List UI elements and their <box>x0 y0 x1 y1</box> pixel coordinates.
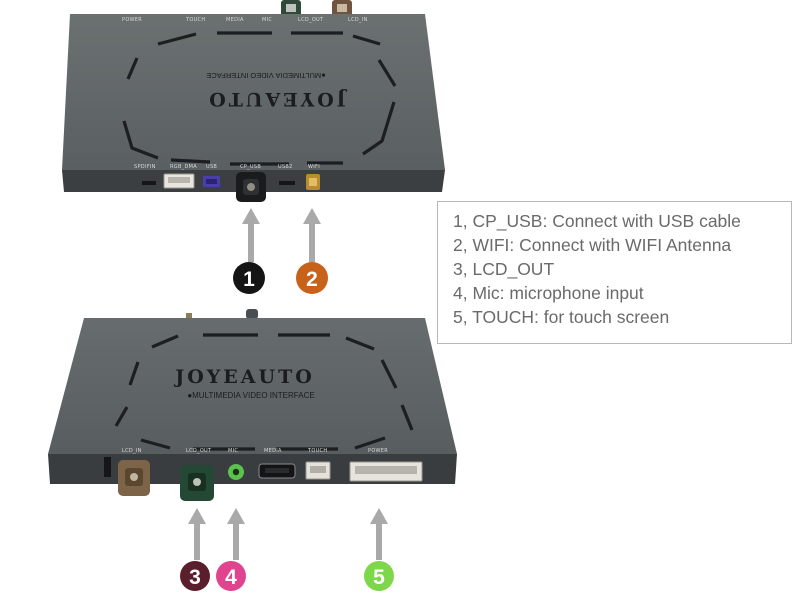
legend-box: 1, CP_USB: Connect with USB cable 2, WIF… <box>437 201 792 344</box>
top-face <box>62 14 445 170</box>
front-label: POWER <box>368 448 388 454</box>
arrow-wifi <box>303 208 321 262</box>
badge-4-circle <box>216 561 246 591</box>
front-port-labels: SPDIFIN RGB_DMA USB CP_USB USB2 WIFI <box>134 164 320 170</box>
front-label: MEDIA <box>264 448 282 454</box>
arrow-cp-usb <box>242 208 260 262</box>
badge-2: 2 <box>296 262 328 294</box>
brand-logo: JOYEAUTO <box>206 88 348 110</box>
front-label: CP_USB <box>240 164 261 170</box>
badge-3: 3 <box>180 561 210 591</box>
top-arrows <box>242 208 321 262</box>
top-face-pattern <box>122 31 397 166</box>
bottom-front-port-labels: LCD_IN LCD_OUT MIC MEDIA TOUCH POWER <box>122 448 388 454</box>
rear-label: LCD_IN <box>348 17 368 23</box>
badge-5: 5 <box>364 561 394 591</box>
front-label: LCD_OUT <box>186 448 212 454</box>
arrow-touch <box>370 508 388 560</box>
brand-tagline: ●MULTIMEDIA VIDEO INTERFACE <box>206 71 325 80</box>
rear-label: MEDIA <box>226 17 244 23</box>
rear-connectors <box>281 0 352 18</box>
top-device: POWER TOUCH MEDIA MIC LCD_OUT LCD_IN JOY… <box>62 0 445 202</box>
front-label: TOUCH <box>307 448 327 454</box>
badge-3-number: 3 <box>189 566 201 589</box>
top-device-branding: JOYEAUTO <box>206 88 348 110</box>
rear-port-labels: POWER TOUCH MEDIA MIC LCD_OUT LCD_IN <box>122 17 368 23</box>
badge-2-circle <box>296 262 328 294</box>
arrow-lcd-out <box>188 508 206 560</box>
top-ports <box>142 172 320 202</box>
bottom-face-pattern <box>114 333 414 451</box>
rear-label: POWER <box>122 17 142 23</box>
badge-1: 1 <box>233 262 265 294</box>
badge-2-number: 2 <box>306 268 318 291</box>
badge-4: 4 <box>216 561 246 591</box>
bottom-top-face <box>48 318 457 454</box>
badge-1-number: 1 <box>243 268 255 291</box>
legend-item: 3, LCD_OUT <box>453 259 555 279</box>
legend-item: 5, TOUCH: for touch screen <box>453 307 670 327</box>
spdif-port <box>142 181 156 185</box>
front-label: LCD_IN <box>122 448 142 454</box>
legend-item: 2, WIFI: Connect with WIFI Antenna <box>453 235 732 255</box>
front-label: WIFI <box>308 164 320 170</box>
bottom-arrows <box>188 508 388 560</box>
rear-label: TOUCH <box>185 17 205 23</box>
legend-item: 4, Mic: microphone input <box>453 283 644 303</box>
badge-4-number: 4 <box>225 566 237 589</box>
badge-5-circle <box>364 561 394 591</box>
brand-tagline: ●MULTIMEDIA VIDEO INTERFACE <box>187 391 314 400</box>
rear-label: MIC <box>262 17 272 23</box>
front-label: SPDIFIN <box>134 164 156 170</box>
front-label: USB2 <box>278 164 293 170</box>
brand-logo: JOYEAUTO <box>173 366 315 388</box>
rear-label: LCD_OUT <box>298 17 324 23</box>
arrow-mic <box>227 508 245 560</box>
front-label: USB <box>206 164 217 170</box>
badge-3-circle <box>180 561 210 591</box>
badge-5-number: 5 <box>373 566 385 589</box>
front-label: RGB_DMA <box>170 164 197 170</box>
bottom-ports <box>104 457 423 501</box>
front-label: MIC <box>228 448 238 454</box>
badge-1-circle <box>233 262 265 294</box>
legend-item: 1, CP_USB: Connect with USB cable <box>453 211 741 231</box>
bottom-device: JOYEAUTO ●MULTIMEDIA VIDEO INTERFACE LCD… <box>48 309 457 501</box>
